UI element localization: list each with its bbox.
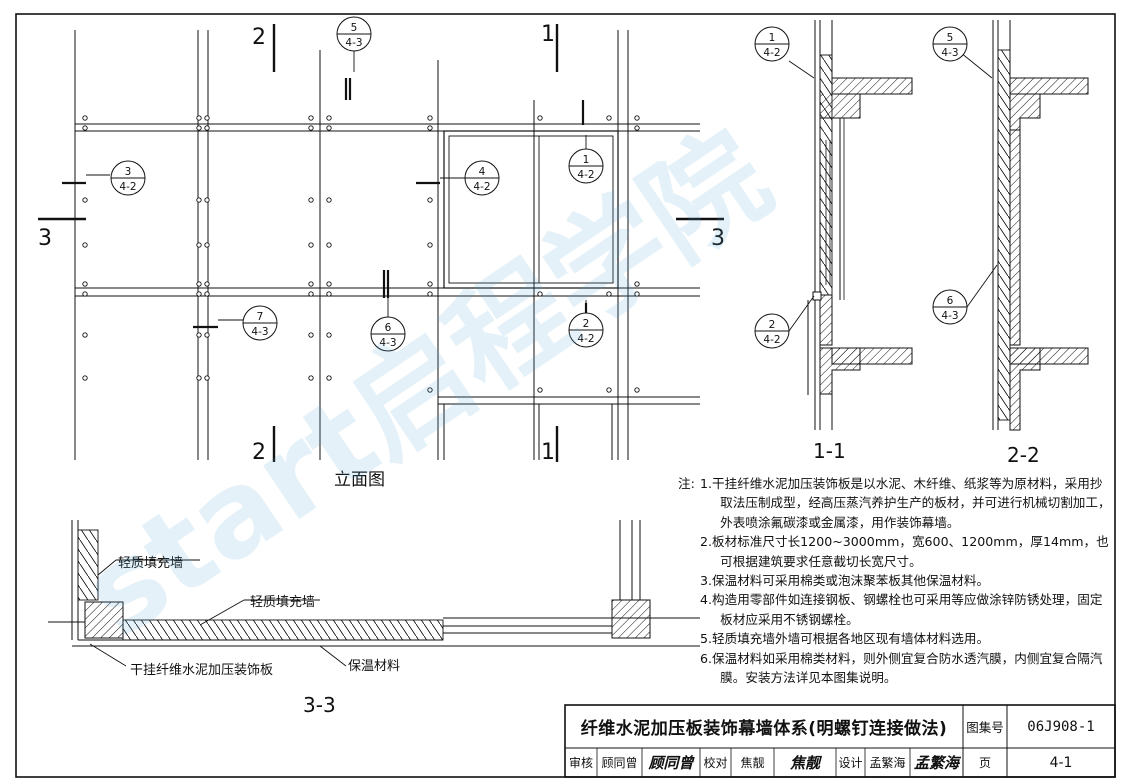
notes-block: 注: 1.干挂纤维水泥加压装饰板是以水泥、木纤维、纸浆等为原材料，采用抄取法压制…	[678, 474, 1114, 687]
detail-ref-sheet: 4-3	[345, 37, 362, 49]
reviewer-signature: 顾同曾	[648, 754, 694, 772]
cut-label-3-left: 3	[38, 226, 52, 251]
detail-ref-6-section: 6 4-3	[932, 289, 968, 325]
cut-label-2-bottom: 2	[252, 440, 266, 465]
detail-ref-1-section: 1 4-2	[754, 26, 790, 62]
designer-name: 孟繁海	[869, 756, 906, 770]
detail-ref-num: 2	[769, 319, 776, 331]
note-item: 2.板材标准尺寸长1200~3000mm，宽600、1200mm，厚14mm，也…	[700, 534, 1109, 569]
designer-signature: 孟繁海	[913, 754, 959, 772]
detail-ref-num: 6	[947, 295, 954, 307]
detail-ref-5-top: 5 4-3	[336, 16, 372, 52]
detail-ref-sheet: 4-2	[763, 47, 780, 59]
atlas-number-label: 图集号	[966, 720, 1004, 735]
detail-ref-num: 3	[125, 166, 132, 178]
detail-ref-sheet: 4-3	[941, 47, 958, 59]
section-1-1-label: 1-1	[813, 439, 846, 463]
detail-ref-num: 6	[385, 322, 392, 334]
cut-label-3-right: 3	[711, 226, 725, 251]
section-2-2-label: 2-2	[1007, 443, 1040, 467]
review-label: 审核	[568, 756, 593, 770]
drawing-title: 纤维水泥加压板装饰幕墙体系(明螺钉连接做法)	[580, 719, 948, 739]
detail-ref-sheet: 4-2	[119, 181, 136, 193]
callout-panel: 干挂纤维水泥加压装饰板	[130, 663, 273, 678]
note-item: 6.保温材料如采用棉类材料，则外侧宜复合防水透汽膜，内侧宜复合隔汽膜。安装方法详…	[700, 650, 1103, 686]
detail-ref-num: 1	[583, 154, 590, 166]
detail-ref-sheet: 4-2	[577, 169, 594, 181]
detail-ref-num: 7	[257, 311, 264, 323]
callout-insulation: 保温材料	[348, 659, 400, 674]
detail-ref-2-elevation: 2 4-2	[568, 312, 604, 348]
checker-name: 焦靓	[740, 756, 765, 770]
section-1-1	[807, 20, 913, 430]
title-block-frame	[564, 704, 1116, 778]
note-item: 5.轻质填充墙外墙可根据各地区现有墙体材料选用。	[700, 631, 990, 647]
page-number: 4-1	[1049, 754, 1073, 771]
cut-label-1-top: 1	[541, 22, 555, 47]
note-item: 1.干挂纤维水泥加压装饰板是以水泥、木纤维、纸浆等为原材料，采用抄取法压制成型，…	[700, 476, 1111, 530]
elevation-drawing	[38, 24, 724, 462]
callout-filler-wall-1: 轻质填充墙	[118, 555, 183, 571]
title-block: 纤维水泥加压板装饰幕墙体系(明螺钉连接做法) 图集号 06J908-1 审核 顾…	[565, 705, 1115, 777]
detail-ref-1-elevation: 1 4-2	[568, 148, 604, 184]
elevation-title: 立面图	[334, 470, 385, 490]
design-label: 设计	[838, 756, 863, 770]
detail-ref-2-section: 2 4-2	[754, 313, 790, 349]
note-item: 4.构造用零部件如连接钢板、钢螺栓也可采用等应做涂锌防锈处理，固定板材应采用不锈…	[700, 592, 1103, 627]
detail-ref-sheet: 4-2	[577, 333, 594, 345]
detail-ref-num: 5	[351, 22, 358, 34]
section-2-2	[992, 20, 1089, 431]
detail-ref-num: 1	[769, 32, 776, 44]
detail-ref-6-elevation: 6 4-3	[370, 316, 406, 352]
reviewer-name: 顾同曾	[601, 756, 638, 770]
atlas-number: 06J908-1	[1027, 718, 1095, 735]
detail-ref-sheet: 4-3	[379, 337, 396, 349]
detail-ref-4: 4 4-2	[464, 160, 500, 196]
note-item: 3.保温材料可采用棉类或泡沫聚苯板其他保温材料。	[700, 573, 990, 589]
callout-filler-wall-2: 轻质填充墙	[250, 594, 315, 610]
section-3-3	[48, 520, 700, 647]
detail-ref-5-section: 5 4-3	[932, 26, 968, 62]
detail-ref-num: 4	[479, 166, 486, 178]
detail-ref-num: 2	[583, 318, 590, 330]
notes-label: 注:	[678, 476, 695, 491]
detail-ref-sheet: 4-2	[763, 334, 780, 346]
section-3-3-label: 3-3	[303, 693, 336, 717]
detail-ref-sheet: 4-3	[941, 310, 958, 322]
detail-ref-7: 7 4-3	[242, 305, 278, 341]
cut-label-2-top: 2	[252, 25, 266, 50]
checker-signature: 焦靓	[789, 754, 820, 772]
detail-ref-sheet: 4-3	[251, 326, 268, 338]
check-label: 校对	[703, 756, 728, 770]
detail-ref-num: 5	[947, 32, 954, 44]
detail-ref-3: 3 4-2	[110, 160, 146, 196]
detail-ref-sheet: 4-2	[473, 181, 490, 193]
page-label: 页	[978, 756, 991, 770]
cut-label-1-bottom: 1	[541, 440, 555, 465]
